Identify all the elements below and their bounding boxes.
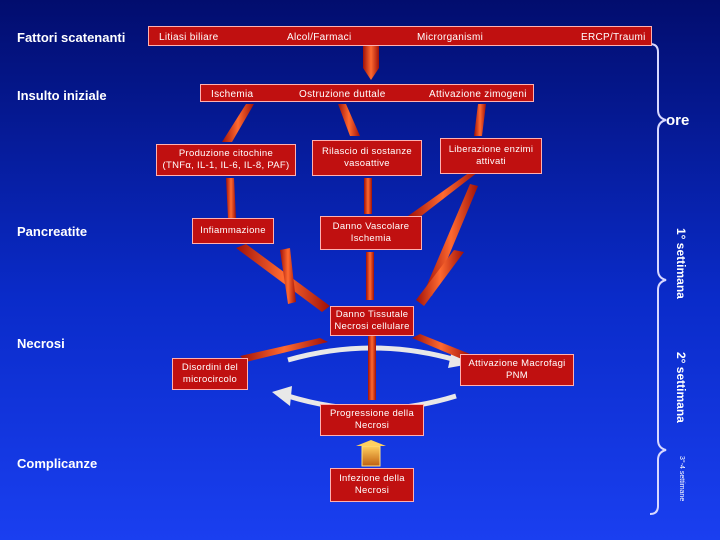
microcircolo-line1: Disordini del (181, 362, 239, 373)
arrow-tissue-macrofagi (412, 334, 470, 360)
infezione-line1: Infezione della (339, 473, 405, 484)
danno-tissutale-line1: Danno Tissutale (335, 309, 409, 320)
danno-vascolare-line2: Ischemia (350, 233, 392, 244)
arrow-zimogeni-enzymes (474, 104, 486, 136)
citochine-line2: (TNFα, IL-1, IL-6, IL-8, PAF) (162, 160, 290, 171)
arrow-tissue-microcircolo (240, 338, 328, 362)
timeline-ore: ore (666, 112, 690, 129)
progressione-line1: Progressione della (329, 408, 415, 419)
cause-alcol: Alcol/Farmaci (287, 32, 352, 43)
box-citochine: Produzione citochine (TNFα, IL-1, IL-6, … (156, 144, 296, 176)
arrow-inflammation-tissue (236, 244, 330, 312)
row-label-necrosi: Necrosi (17, 336, 65, 351)
enzimi-line2: attivati (476, 156, 506, 167)
box-infezione: Infezione della Necrosi (330, 468, 414, 502)
cause-ercp: ERCP/Traumi (581, 32, 646, 43)
vasoattive-line2: vasoattive (344, 158, 390, 169)
arrow-enzymes-tissue (424, 184, 478, 296)
arrow-right-tissue (416, 250, 464, 306)
row-label-complicanze: Complicanze (17, 456, 98, 471)
progressione-line2: Necrosi (354, 420, 390, 431)
arrow-cytokines-tissue (280, 248, 296, 304)
box-infiammazione: Infiammazione (192, 218, 274, 244)
row-label-fattori: Fattori scatenanti (17, 30, 126, 45)
timeline-week1: 1° settimana (674, 228, 688, 299)
chevron-arrow-causes (363, 46, 379, 80)
arrow-enzymes-vascular (408, 172, 478, 220)
arrow-complicanze (361, 445, 381, 467)
infiammazione-label: Infiammazione (200, 225, 266, 236)
arrow-ischemia-cytokines (222, 104, 254, 142)
infezione-line2: Necrosi (354, 485, 390, 496)
vasoattive-line1: Rilascio di sostanze (322, 146, 412, 157)
arrow-vascular-tissue (366, 252, 374, 300)
initial-ostruzione: Ostruzione duttale (299, 89, 386, 100)
danno-tissutale-line2: Necrosi cellulare (334, 321, 410, 332)
box-danno-tissutale: Danno Tissutale Necrosi cellulare (330, 306, 414, 336)
box-macrofagi: Attivazione Macrofagi PNM (460, 354, 574, 386)
microcircolo-line2: microcircolo (182, 374, 238, 385)
initial-bar: Ischemia Ostruzione duttale Attivazione … (200, 84, 534, 102)
box-enzimi: Liberazione enzimi attivati (440, 138, 542, 174)
cause-microrganismi: Microrganismi (417, 32, 484, 43)
arrow-vasoactive-vascular (364, 178, 372, 214)
arrow-ostruzione-vasoactive (338, 104, 360, 136)
timeline-brace (649, 43, 667, 515)
initial-zimogeni: Attivazione zimogeni (429, 89, 527, 100)
citochine-line1: Produzione citochine (178, 148, 274, 159)
danno-vascolare-line1: Danno Vascolare (332, 221, 410, 232)
macrofagi-line1: Attivazione Macrofagi (468, 358, 566, 369)
box-vasoattive: Rilascio di sostanze vasoattive (312, 140, 422, 176)
causes-bar: Litiasi biliare Alcol/Farmaci Microrgani… (148, 26, 652, 46)
row-label-insulto: Insulto iniziale (17, 88, 107, 103)
enzimi-line1: Liberazione enzimi (448, 144, 534, 155)
box-microcircolo: Disordini del microcircolo (172, 358, 248, 390)
initial-ischemia: Ischemia (211, 89, 254, 100)
arrow-macrofagi-down (368, 336, 376, 400)
box-progressione: Progressione della Necrosi (320, 404, 424, 436)
row-label-pancreatite: Pancreatite (17, 224, 88, 239)
timeline-week34: 3°-4 settimane (678, 456, 685, 502)
macrofagi-line2: PNM (505, 370, 528, 381)
box-danno-vascolare: Danno Vascolare Ischemia (320, 216, 422, 250)
cause-litiasi: Litiasi biliare (159, 32, 219, 43)
timeline-week2: 2° settimana (674, 352, 688, 423)
arrow-cytokines-inflammation (226, 178, 236, 218)
